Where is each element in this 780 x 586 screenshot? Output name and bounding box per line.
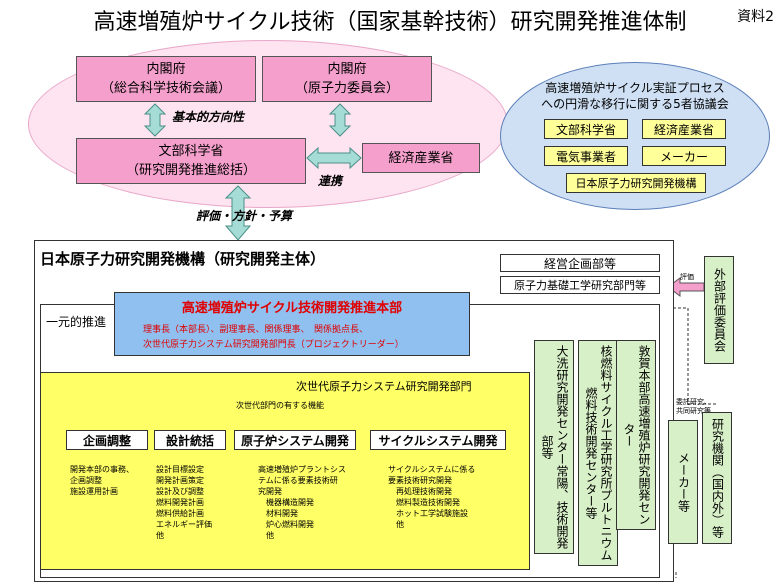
unit-item: ホット工学試験施設 <box>388 509 468 518</box>
unit-item: 炉心燃料開発 <box>258 520 314 529</box>
council-member-jaea: 日本原子力研究開発機構 <box>566 173 706 193</box>
council-member-makers: メーカー <box>642 146 726 166</box>
jaea-title: 日本原子力研究開発機構（研究開発主体） <box>40 250 326 268</box>
cabinet-office-cstp-box: 内閣府 （総合科学技術会議） <box>76 56 256 102</box>
evaluation-policy-budget-label: 評価・方針・予算 <box>196 209 293 223</box>
unit-design-integration: 設計統括 <box>154 430 226 450</box>
external-committee-label: 外部評価委員会 <box>712 268 727 352</box>
council-title-line1: 高速増殖炉サイクル実証プロセス <box>545 81 725 95</box>
council-title-line2: への円滑な移行に関する5者協議会 <box>541 97 729 111</box>
unit-cycle-system: サイクルシステム開発 <box>370 430 506 450</box>
oarai-center-label: 大洗研究開発センター常陽、技術開発部等 <box>540 345 569 549</box>
unit-planning-items: 開発本部の事務、 企画調整 施設運用計画 <box>70 464 134 497</box>
tsuruga-center-box: 敦賀本部高速増殖炉研究開発センター <box>616 340 656 530</box>
council-member-mext: 文部科学省 <box>544 119 628 139</box>
unit-item: 燃料製造技術開発 <box>388 498 460 507</box>
mext-line1: 文部科学省 <box>158 144 224 159</box>
next-gen-box <box>40 372 530 570</box>
research-org-box: 研究機関（国内外）等 <box>702 412 732 544</box>
unit-item: 施設運用計画 <box>70 487 118 496</box>
cooperation-label: 連携 <box>318 174 343 188</box>
unit-item: テムに係る要素技術研 <box>258 476 338 485</box>
unit-item: 再処理技術開発 <box>388 487 452 496</box>
functions-label: 次世代部門の有する機能 <box>236 401 324 410</box>
unit-item: 材料開発 <box>258 509 298 518</box>
next-gen-title: 次世代原子力システム研究開発部門 <box>296 380 472 393</box>
unit-item: 要素技術研究開発 <box>388 476 452 485</box>
unit-item: 企画調整 <box>70 476 102 485</box>
hq-title: 高速増殖炉サイクル技術開発推進本部 <box>181 301 403 316</box>
nuclear-fuel-cycle-lab-box: 核燃料サイクル工学研究所プルトニウム燃料技術開発センター等 <box>578 340 618 566</box>
evaluation-arrow-label: 評価 <box>680 273 694 281</box>
cabinet-office-aec-box: 内閣府 （原子力委員会） <box>262 56 432 102</box>
basic-engineering-box: 原子力基礎工学研究部門等 <box>500 276 660 294</box>
unified-promotion-label: 一元的推進 <box>46 315 107 329</box>
corporate-planning-box: 経営企画部等 <box>500 254 660 272</box>
unit-item: 開発計画策定 <box>156 476 204 485</box>
commission-note-line2: 共同研究等 <box>676 407 711 415</box>
cabinet-left-line2: （総合科学技術会議） <box>100 81 231 96</box>
unit-item: 機器構造開発 <box>258 498 314 507</box>
unit-item: 設計及び調整 <box>156 487 204 496</box>
unit-item: 究開発 <box>258 487 282 496</box>
unit-item: 高速増殖炉プラントシス <box>258 465 346 474</box>
tsuruga-center-label: 敦賀本部高速増殖炉研究開発センター <box>622 345 651 525</box>
unit-item: 他 <box>388 520 404 529</box>
unit-item: エネルギー評価 <box>156 520 212 529</box>
basic-direction-label: 基本的方向性 <box>172 110 245 124</box>
commission-note: 委託研究、 共同研究等 <box>676 398 711 416</box>
cabinet-left-line1: 内閣府 <box>146 62 186 77</box>
unit-item: 設計目標設定 <box>156 465 204 474</box>
maker-box: メーカー等 <box>668 420 698 544</box>
unit-item: 燃料供給計画 <box>156 509 204 518</box>
unit-item: サイクルシステムに係る <box>388 465 476 474</box>
maker-label: メーカー等 <box>676 452 691 512</box>
cabinet-right-line1: 内閣府 <box>327 62 367 77</box>
hq-members-line2: 次世代原子力システム研究開発部門長（プロジェクトリーダー） <box>143 340 404 350</box>
commission-note-line1: 委託研究、 <box>676 398 711 406</box>
unit-design-items: 設計目標設定 開発計画策定 設計及び調整 燃料開発計画 燃料供給計画 エネルギー… <box>156 464 212 541</box>
hq-box: 高速増殖炉サイクル技術開発推進本部 理事長（本部長）、副理事長、関係理事、 関係… <box>114 292 470 356</box>
unit-reactor-items: 高速増殖炉プラントシス テムに係る要素技術研 究開発 機器構造開発 材料開発 炉… <box>258 464 346 541</box>
unit-planning-coordination: 企画調整 <box>66 430 148 450</box>
unit-item: 燃料開発計画 <box>156 498 204 507</box>
mext-line2: （研究開発推進総括） <box>125 163 256 178</box>
external-evaluation-committee-box: 外部評価委員会 <box>704 256 734 364</box>
page-title: 高速増殖炉サイクル技術（国家基幹技術）研究開発推進体制 <box>93 10 687 35</box>
council-title: 高速増殖炉サイクル実証プロセス への円滑な移行に関する5者協議会 <box>520 80 750 112</box>
cabinet-right-line2: （原子力委員会） <box>294 81 399 96</box>
oarai-center-box: 大洗研究開発センター常陽、技術開発部等 <box>534 340 574 554</box>
council-member-utilities: 電気事業者 <box>544 146 628 166</box>
meti-box: 経済産業省 <box>362 143 480 173</box>
council-member-meti: 経済産業省 <box>642 119 726 139</box>
unit-cycle-items: サイクルシステムに係る 要素技術研究開発 再処理技術開発 燃料製造技術開発 ホッ… <box>388 464 475 530</box>
unit-item: 開発本部の事務、 <box>70 465 134 474</box>
unit-item: 他 <box>156 531 164 540</box>
document-label: 資料2 <box>737 9 774 25</box>
nuclear-fuel-cycle-lab-label: 核燃料サイクル工学研究所プルトニウム燃料技術開発センター等 <box>584 345 613 561</box>
mext-box: 文部科学省 （研究開発推進総括） <box>76 138 306 184</box>
hq-members-line1: 理事長（本部長）、副理事長、関係理事、 関係拠点長、 <box>143 325 369 335</box>
unit-reactor-system: 原子炉システム開発 <box>234 430 356 450</box>
research-org-label: 研究機関（国内外）等 <box>710 418 725 538</box>
unit-item: 他 <box>258 531 274 540</box>
